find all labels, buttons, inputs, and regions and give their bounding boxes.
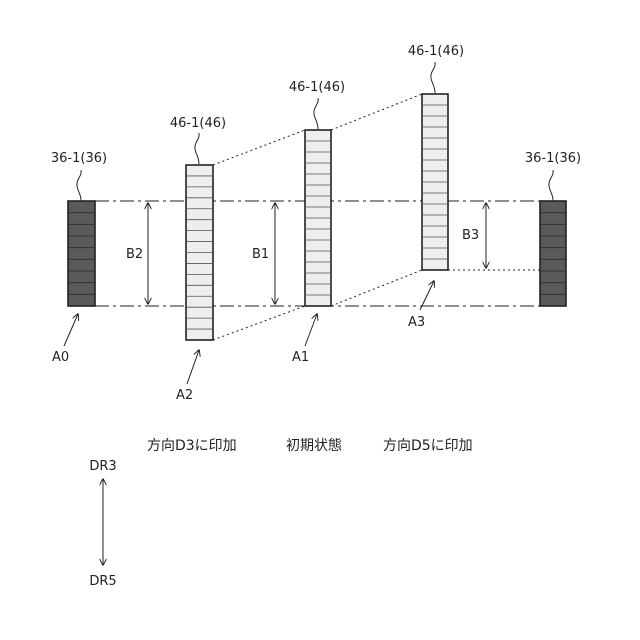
leader-a1 <box>314 98 318 129</box>
block-right-body <box>540 201 566 306</box>
direction-up-label: DR3 <box>89 459 116 474</box>
block-right <box>540 201 566 306</box>
a0-label: A0 <box>52 350 69 365</box>
a1-label: A1 <box>292 350 309 365</box>
a1-pointer <box>305 314 317 346</box>
ref-label-a1: 46-1(46) <box>289 80 345 95</box>
dotted-a1-a3-top <box>331 94 422 130</box>
block-a1 <box>305 130 331 306</box>
caption-left: 方向D3に印加 <box>147 438 237 454</box>
caption-center: 初期状態 <box>286 437 342 454</box>
dotted-a2-a1-top <box>213 130 305 165</box>
b3-label: B3 <box>462 228 479 243</box>
ref-label-right: 36-1(36) <box>525 151 581 166</box>
block-a0 <box>68 201 95 306</box>
a0-pointer <box>64 314 78 346</box>
a2-label: A2 <box>176 388 193 403</box>
pointer-arrows <box>64 281 434 384</box>
leader-a2 <box>195 133 199 164</box>
dotted-a1-a3-bottom <box>331 270 422 306</box>
ref-label-a2: 46-1(46) <box>170 116 226 131</box>
b2-label: B2 <box>126 247 143 262</box>
caption-right: 方向D5に印加 <box>383 438 473 454</box>
block-a3 <box>422 94 448 270</box>
a3-label: A3 <box>408 315 425 330</box>
dotted-a2-a1-bottom <box>213 306 305 340</box>
leader-right <box>549 170 553 201</box>
leader-left <box>77 170 81 201</box>
block-a2 <box>186 165 213 340</box>
connection-lines <box>213 94 540 340</box>
direction-down-label: DR5 <box>89 574 116 589</box>
ref-label-left: 36-1(36) <box>51 151 107 166</box>
b1-label: B1 <box>252 247 269 262</box>
ref-label-a3: 46-1(46) <box>408 44 464 59</box>
block-a0-body <box>68 201 95 306</box>
leader-a3 <box>431 62 435 93</box>
a2-pointer <box>187 350 199 384</box>
